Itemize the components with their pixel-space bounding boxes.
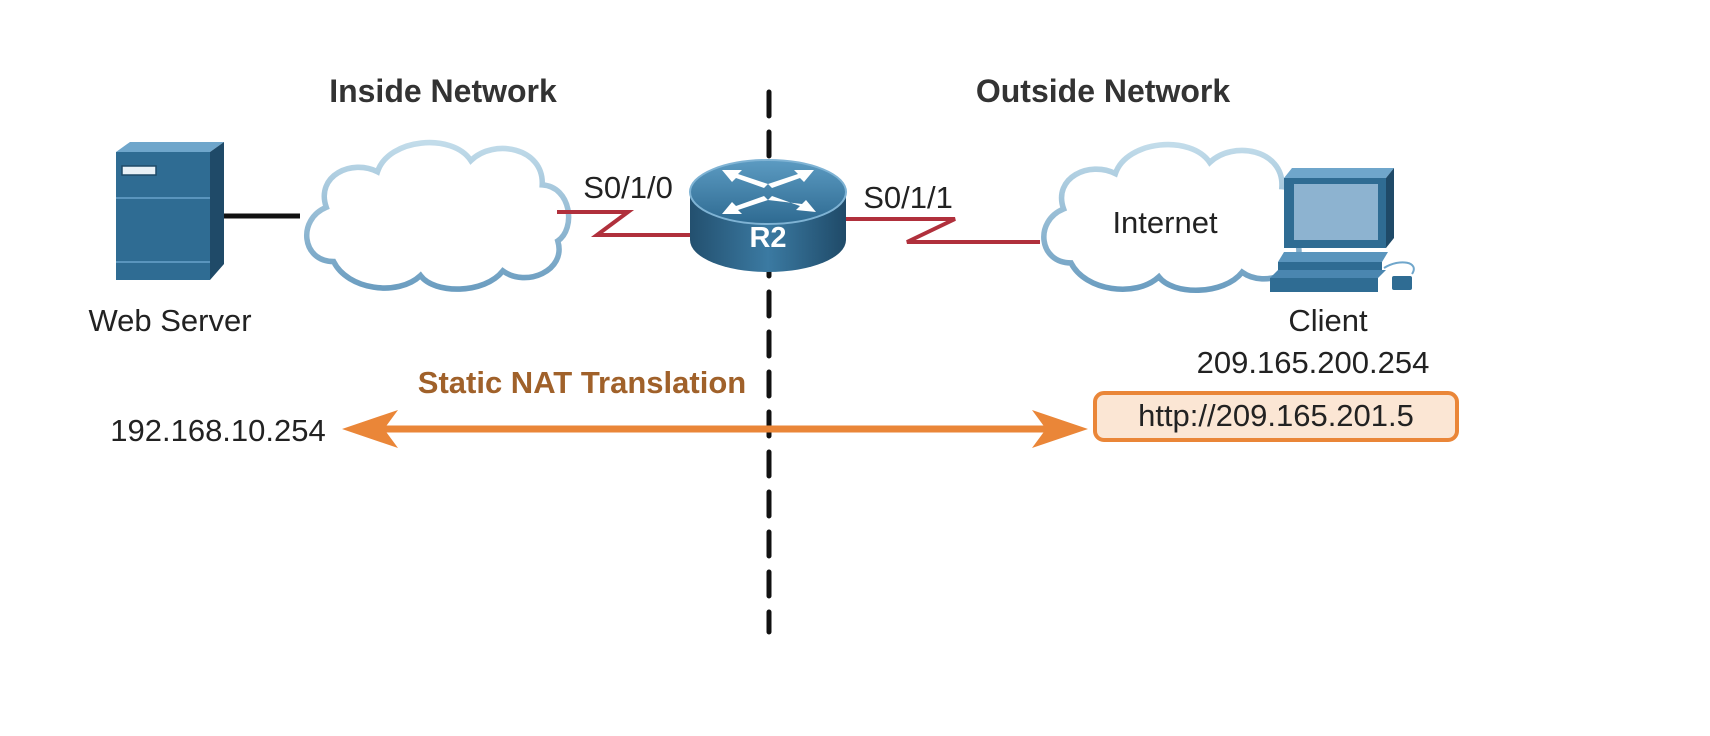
interface-s010-label: S0/1/0 [583,170,673,205]
client-ip: 209.165.200.254 [1197,345,1430,380]
inside-local-ip: 192.168.10.254 [110,413,326,448]
static-nat-title: Static NAT Translation [418,365,746,400]
serial-link-outside [846,217,1040,244]
inside-global-url: http://209.165.201.5 [1138,398,1414,433]
nat-translation-arrow [342,410,1088,448]
client-label: Client [1288,303,1368,338]
pc-icon[interactable] [1270,168,1415,292]
server-icon[interactable] [116,142,224,280]
outside-network-title: Outside Network [976,73,1230,109]
internet-label: Internet [1112,205,1218,240]
interface-s011-label: S0/1/1 [863,180,953,215]
url-box[interactable] [1093,391,1459,442]
cloud-icon [307,143,569,289]
router-label: R2 [749,222,786,254]
web-server-label: Web Server [88,303,251,338]
inside-network-title: Inside Network [329,73,557,109]
router-icon[interactable] [689,159,847,272]
serial-link-inside [557,210,695,237]
